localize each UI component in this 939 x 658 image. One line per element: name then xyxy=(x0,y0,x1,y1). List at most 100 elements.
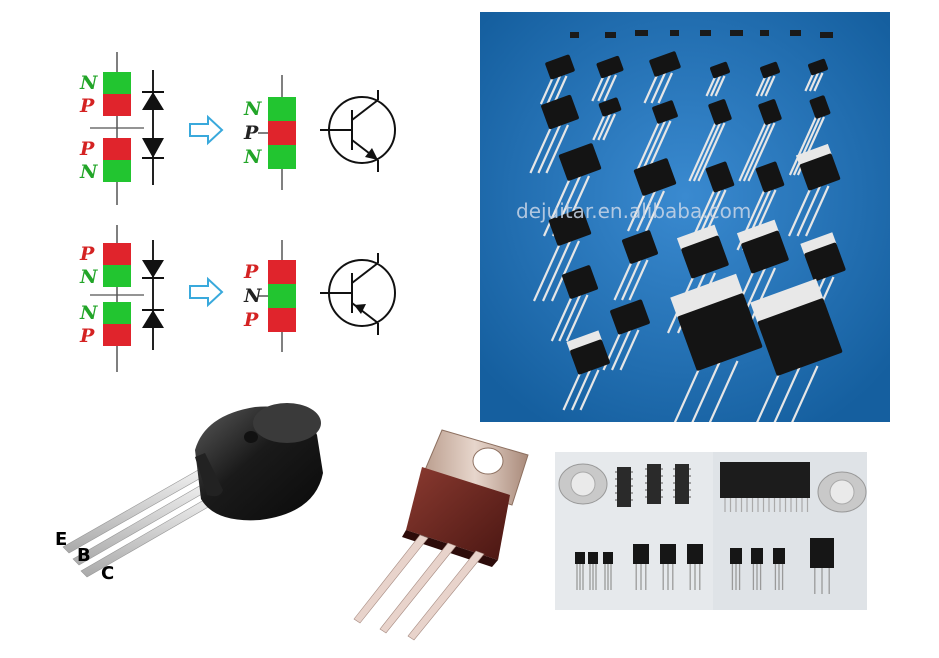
catalog-part-lead xyxy=(579,369,600,411)
npn-diode-label-3: P xyxy=(79,138,95,160)
catalog-part-lead xyxy=(791,365,819,422)
npn-stack-label-1: N xyxy=(243,98,262,120)
to220-tab xyxy=(421,429,529,506)
catalog-part-lead xyxy=(541,240,572,302)
pnp-diode-label-3: N xyxy=(79,302,98,324)
catalog-part-body xyxy=(610,299,650,335)
catalog-part-lead xyxy=(742,122,772,182)
catalog-part-lead xyxy=(539,75,555,105)
to220-transistor-photo xyxy=(353,429,529,641)
catalog-part-lead xyxy=(788,116,818,176)
catalog-part-body xyxy=(562,265,598,299)
catalog-part-lead xyxy=(545,124,570,174)
catalog-part-body xyxy=(808,58,828,76)
to3-can xyxy=(570,471,596,497)
catalog-part-body xyxy=(649,51,681,77)
small-transistor xyxy=(730,548,742,564)
catalog-part-lead xyxy=(558,294,582,342)
catalog-part-body xyxy=(570,339,610,375)
catalog-part-body xyxy=(677,293,763,371)
catalog-part-lead xyxy=(747,122,776,182)
catalog-part-lead xyxy=(813,72,824,92)
catalog-part-tab xyxy=(800,232,837,257)
catalog-part-body xyxy=(541,94,579,130)
small-transistor xyxy=(810,538,834,568)
small-transistor xyxy=(660,544,676,564)
assorted-parts xyxy=(558,462,867,594)
catalog-part-lead xyxy=(542,175,573,237)
pnp-transistor-stack: P N P xyxy=(243,240,296,352)
catalog-part-body xyxy=(804,242,846,282)
pnp-diode-label-1: P xyxy=(79,243,95,265)
pnp-stack-label-3: P xyxy=(243,309,259,331)
catalog-part-lead xyxy=(635,120,661,172)
catalog-smd-part xyxy=(760,30,769,36)
catalog-part-lead xyxy=(705,75,717,97)
catalog-part-body xyxy=(758,99,782,125)
catalog-smd-part xyxy=(820,32,833,38)
catalog-part-lead xyxy=(697,122,726,182)
small-transistor xyxy=(687,544,703,564)
npn-diode-label-1: N xyxy=(79,72,98,94)
to92-body xyxy=(195,403,323,521)
catalog-part-lead xyxy=(603,74,618,102)
catalog-part-lead xyxy=(787,185,813,237)
catalog-part-body xyxy=(545,54,575,80)
catalog-part-tab xyxy=(676,224,720,252)
catalog-part-body xyxy=(548,208,592,246)
npn-stack-label-2: P xyxy=(243,122,259,144)
catalog-part-body xyxy=(710,61,730,79)
catalog-part-lead xyxy=(746,267,777,329)
catalog-part-lead xyxy=(613,259,634,301)
catalog-part-lead xyxy=(550,294,574,342)
catalog-part-body xyxy=(799,153,841,191)
catalog-part-lead xyxy=(796,185,822,237)
npn-diode-label-2: P xyxy=(79,95,95,117)
dip-ic xyxy=(675,464,689,504)
catalog-part-lead xyxy=(597,113,612,141)
catalog-part-tab xyxy=(566,330,603,354)
catalog-part-body xyxy=(760,61,780,79)
catalog-part-lead xyxy=(532,240,563,302)
catalog-part-body xyxy=(741,230,789,274)
catalog-part-lead xyxy=(641,120,667,172)
pnp-stack-label-2: N xyxy=(243,285,262,307)
catalog-part-lead xyxy=(562,369,583,411)
to92-leads xyxy=(62,464,230,578)
catalog-part-lead xyxy=(643,72,660,104)
catalog-part-body xyxy=(558,143,602,181)
catalog-smd-part xyxy=(670,30,679,36)
catalog-part-lead xyxy=(591,74,606,102)
dip-ic xyxy=(617,467,631,507)
catalog-part-lead xyxy=(620,259,642,301)
npn-diode-stack: N P P N xyxy=(79,52,144,205)
catalog-part-lead xyxy=(759,75,772,97)
catalog-part-lead xyxy=(657,72,674,104)
catalog-part-lead xyxy=(691,360,722,422)
small-transistor xyxy=(773,548,785,564)
catalog-part-lead xyxy=(808,72,820,92)
catalog-part-lead xyxy=(628,259,649,301)
catalog-part-lead xyxy=(626,190,648,232)
catalog-smd-part xyxy=(700,30,711,36)
pnp-diode-stack: P N N P xyxy=(79,225,144,372)
catalog-part-lead xyxy=(550,240,581,302)
npn-transistor-symbol xyxy=(320,90,396,172)
catalog-part-lead xyxy=(546,75,562,105)
pin-label-e: E xyxy=(55,529,67,550)
catalog-part-lead xyxy=(688,122,717,182)
catalog-part-lead xyxy=(650,72,667,104)
catalog-parts xyxy=(529,30,846,422)
small-transistor xyxy=(603,552,613,564)
small-transistor xyxy=(575,552,585,564)
small-transistor xyxy=(588,552,598,564)
small-transistor xyxy=(633,544,649,564)
npn-diode-label-4: N xyxy=(79,161,98,183)
catalog-part-lead xyxy=(552,75,568,105)
catalog-part-lead xyxy=(738,122,767,182)
catalog-smd-part xyxy=(605,32,616,38)
catalog-part-lead xyxy=(764,75,776,97)
catalog-part-lead xyxy=(756,365,784,422)
pnp-stack-label-1: P xyxy=(243,261,259,283)
pin-label-b: B xyxy=(77,545,91,566)
